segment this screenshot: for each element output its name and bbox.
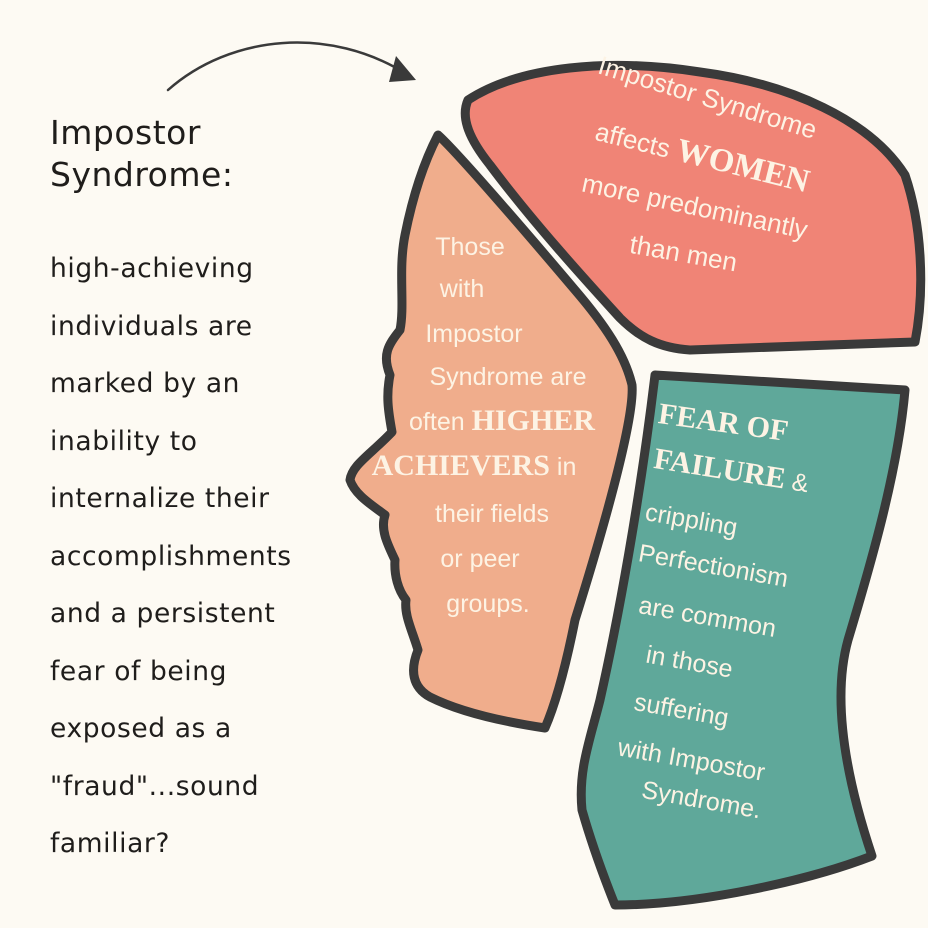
description-line: high-achieving (50, 253, 254, 284)
face-label-line: or peer (440, 545, 519, 573)
description: high-achieving individuals are marked by… (50, 240, 350, 873)
label-text: Syndrome are (429, 363, 586, 391)
description-line: accomplishments (50, 540, 292, 572)
neck-segment (576, 370, 910, 910)
curved-arrow-icon (166, 41, 416, 92)
description-line: exposed as a (50, 713, 232, 744)
description-line: familiar? (50, 828, 171, 859)
label-text: or peer (440, 545, 519, 573)
label-emphasis: HIGHER (472, 404, 596, 437)
face-label-line: often HIGHER (409, 404, 595, 437)
description-line: and a persistent (50, 598, 276, 629)
face-label-line: groups. (446, 590, 529, 618)
title: Impostor Syndrome: (50, 112, 233, 196)
description-line: marked by an (50, 368, 241, 399)
title-line: Impostor (50, 113, 201, 152)
face-label-line: their fields (435, 500, 549, 528)
face-label-line: ACHIEVERS in (372, 449, 577, 482)
face-label-line: Impostor (425, 320, 522, 348)
label-text: their fields (435, 500, 549, 528)
face-segment (345, 130, 637, 733)
description-line: internalize their (50, 483, 270, 514)
label-text: Those (435, 233, 504, 261)
face-label-line: Syndrome are (429, 363, 586, 391)
description-line: inability to (50, 425, 198, 457)
label-emphasis: ACHIEVERS (372, 449, 550, 482)
brain-segment (460, 60, 926, 355)
label-text: groups. (446, 590, 529, 618)
title-line: Syndrome: (50, 155, 234, 194)
label-text: Impostor (425, 320, 522, 348)
label-text: often (409, 408, 472, 436)
description-line: fear of being (50, 655, 228, 687)
label-text: in (550, 453, 576, 481)
label-text: & (783, 467, 811, 498)
face-label-line: with (439, 275, 484, 303)
label-text: with (439, 275, 484, 303)
description-line: "fraud"...sound (50, 770, 260, 802)
description-line: individuals are (50, 310, 253, 342)
face-label-line: Those (435, 233, 504, 261)
